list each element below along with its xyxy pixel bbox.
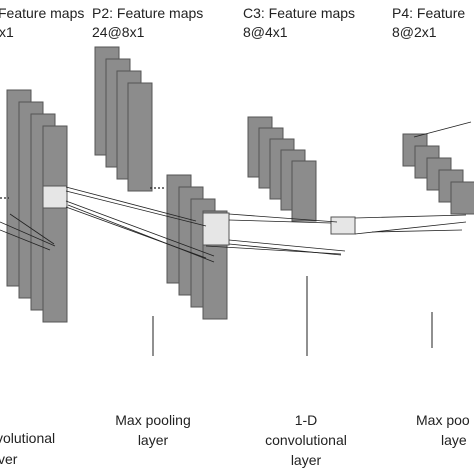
c3-layer-label-line2: convolutional <box>265 432 347 448</box>
connection-line-10 <box>228 219 332 224</box>
c1-title: Feature maps <box>0 5 85 21</box>
c3-dims: 8@4x1 <box>243 24 288 40</box>
p4-layer-label-line2: laye <box>441 432 467 448</box>
connection-line-13 <box>205 245 342 255</box>
p2-layer-label-line1: Max pooling <box>115 412 191 428</box>
p4-dims: 8@2x1 <box>392 24 437 40</box>
p2-layer-label-line2: layer <box>137 432 169 448</box>
c3-map-5 <box>291 160 317 222</box>
p4-map-5 <box>450 181 474 215</box>
c1-highlight-box <box>42 185 68 209</box>
connection-line-17 <box>413 121 472 138</box>
connection-lines <box>0 121 472 356</box>
feature-map-stacks <box>6 46 474 323</box>
connection-line-14 <box>354 214 467 219</box>
connection-line-16 <box>371 229 463 233</box>
c3-layer-label-line1: 1-D <box>294 412 318 428</box>
c3-title: C3: Feature maps <box>243 5 356 21</box>
p4-title: P4: Feature <box>392 5 466 21</box>
c1-layer-label-line3: ver <box>0 451 18 467</box>
connection-line-9 <box>228 213 338 223</box>
p4-layer-label-line1: Max poo <box>416 412 470 428</box>
c1-layer-label-line2: volutional <box>0 430 56 446</box>
connection-line-6 <box>65 200 215 257</box>
connection-line-4 <box>65 186 197 222</box>
c1-dims-fragment: x1 <box>0 24 14 40</box>
p2-title: P2: Feature maps <box>92 5 204 21</box>
connection-line-8 <box>67 204 215 263</box>
p2-highlight-box <box>202 212 230 246</box>
connection-line-15 <box>354 221 467 235</box>
c3-highlight-box <box>330 216 356 235</box>
connection-line-11 <box>228 239 346 252</box>
p2-dims: 24@8x1 <box>92 24 145 40</box>
connection-line-1 <box>0 221 56 247</box>
connection-line-2 <box>0 229 51 251</box>
connection-line-3 <box>9 213 55 245</box>
connection-line-5 <box>65 190 207 227</box>
c1-map-4 <box>42 125 68 323</box>
c3-layer-label-line3: layer <box>290 452 322 468</box>
p2-map-4 <box>127 82 153 192</box>
